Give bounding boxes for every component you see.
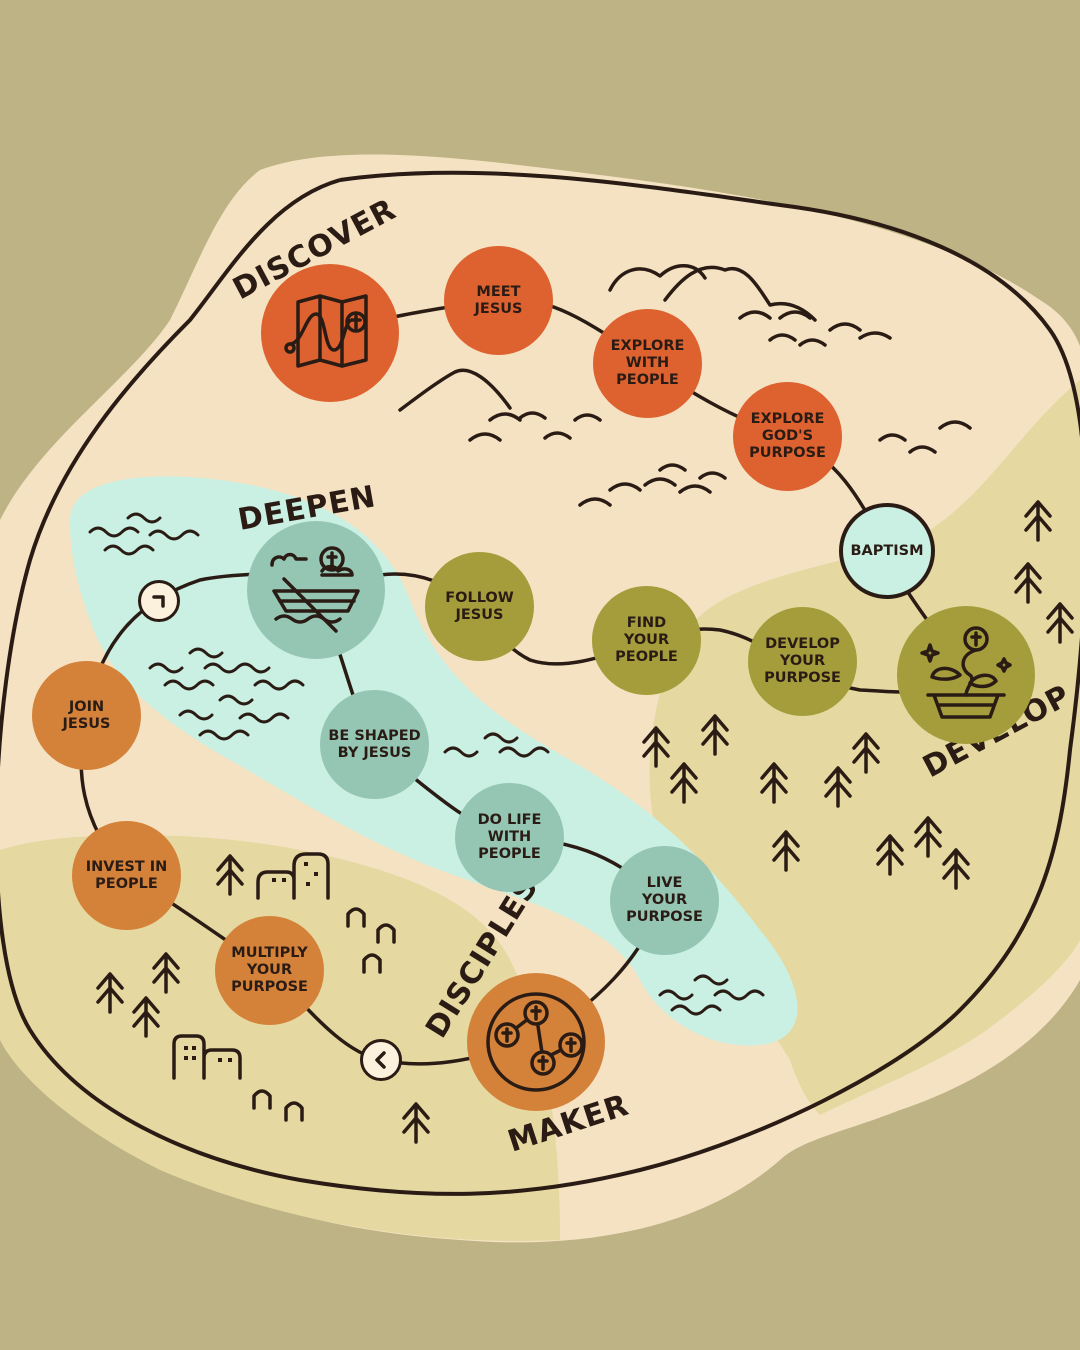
meadow-maker (0, 835, 560, 1241)
plant-pot-icon (920, 626, 1012, 719)
stop-meet-jesus: MEET JESUS (444, 246, 553, 355)
stop-develop-your-purpose: DEVELOP YOUR PURPOSE (748, 607, 857, 716)
direction-marker-lower (360, 1039, 402, 1081)
stop-baptism: BAPTISM (839, 503, 935, 599)
chevron-up-right-icon (152, 595, 165, 608)
chevron-left-icon (375, 1051, 386, 1069)
stop-be-shaped-by-jesus: BE SHAPED BY JESUS (320, 690, 429, 799)
stop-explore-with-people: EXPLORE WITH PEOPLE (593, 309, 702, 418)
building-windows (184, 862, 318, 1062)
network-cross-icon (486, 992, 586, 1092)
stop-do-life-with-people: DO LIFE WITH PEOPLE (455, 783, 564, 892)
mountains (398, 264, 972, 507)
trees (96, 500, 1074, 1144)
stop-follow-jesus: FOLLOW JESUS (425, 552, 534, 661)
stop-multiply-your-purpose: MULTIPLY YOUR PURPOSE (215, 916, 324, 1025)
deepen-boat-icon-circle (247, 521, 385, 659)
waves (88, 512, 765, 1016)
stop-join-jesus: JOIN JESUS (32, 661, 141, 770)
map-icon (284, 294, 368, 368)
stop-find-your-people: FIND YOUR PEOPLE (592, 586, 701, 695)
stop-invest-in-people: INVEST IN PEOPLE (72, 821, 181, 930)
stop-live-your-purpose: LIVE YOUR PURPOSE (610, 846, 719, 955)
stop-explore-gods-purpose: EXPLORE GOD'S PURPOSE (733, 382, 842, 491)
boat-icon (270, 546, 360, 633)
buildings (172, 852, 396, 1122)
discover-map-icon-circle (261, 264, 399, 402)
border-line (0, 170, 1080, 1196)
maker-network-icon-circle (467, 973, 605, 1111)
develop-plant-icon-circle (897, 606, 1035, 744)
direction-marker-upper (138, 580, 180, 622)
